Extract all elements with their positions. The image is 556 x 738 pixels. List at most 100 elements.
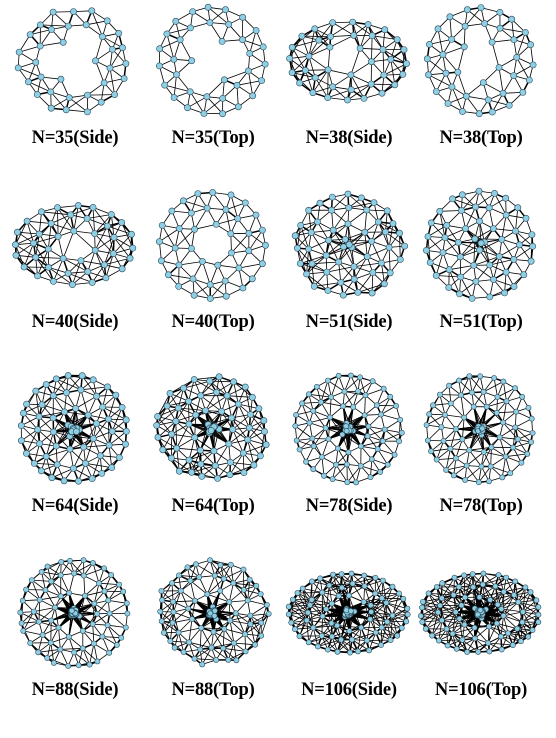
- atom-node: [18, 610, 23, 615]
- atom-node: [489, 39, 495, 45]
- atom-node: [107, 65, 113, 71]
- atom-node: [191, 376, 197, 382]
- atom-node: [99, 470, 105, 476]
- atom-node: [396, 230, 402, 236]
- atom-node: [208, 427, 214, 433]
- atom-node: [61, 409, 67, 415]
- atom-node: [221, 77, 227, 83]
- atom-node: [173, 72, 179, 78]
- atom-node: [49, 579, 54, 584]
- atom-node: [434, 457, 439, 462]
- atom-node: [119, 45, 125, 51]
- bond-line: [84, 576, 85, 596]
- atom-node: [75, 202, 81, 208]
- atom-node: [101, 262, 107, 268]
- atom-node: [235, 104, 241, 110]
- atom-node: [297, 447, 302, 452]
- atom-node: [31, 460, 37, 466]
- cluster-panel: N=51(Side): [280, 188, 416, 370]
- atom-node: [81, 573, 86, 578]
- atom-node: [100, 404, 106, 410]
- bond-line: [69, 573, 74, 593]
- atom-node: [245, 68, 251, 74]
- atom-node: [39, 402, 45, 408]
- panel-caption: N=51(Top): [406, 312, 556, 333]
- atom-node: [164, 31, 170, 37]
- atom-node: [479, 464, 484, 469]
- atom-node: [358, 444, 363, 449]
- atom-node: [90, 622, 95, 627]
- atom-node: [460, 437, 465, 442]
- atom-node: [478, 374, 483, 379]
- atom-node: [55, 233, 61, 239]
- atom-node: [392, 82, 398, 88]
- atom-node: [50, 393, 56, 399]
- atom-node: [228, 231, 234, 237]
- atom-node: [261, 428, 267, 434]
- atom-node: [506, 102, 512, 108]
- atom-node: [181, 385, 187, 391]
- atom-node: [125, 611, 130, 616]
- atom-node: [127, 255, 133, 261]
- atom-node: [76, 663, 81, 668]
- atom-node: [106, 442, 112, 448]
- atom-node: [104, 18, 110, 24]
- atom-node: [455, 69, 461, 75]
- panel-caption: N=78(Side): [274, 496, 424, 517]
- atom-node: [344, 462, 349, 467]
- atom-node: [368, 59, 374, 65]
- atom-node: [513, 425, 518, 430]
- atom-node: [130, 245, 136, 251]
- atom-node: [190, 9, 196, 15]
- bond-line: [159, 229, 179, 242]
- atom-node: [95, 659, 100, 664]
- atom-node: [425, 233, 431, 239]
- atom-node: [21, 264, 27, 270]
- atom-node: [222, 7, 228, 13]
- atom-node: [449, 196, 455, 202]
- atom-node: [430, 403, 435, 408]
- atom-node: [156, 63, 162, 69]
- atom-node: [444, 222, 450, 228]
- atom-node: [444, 467, 449, 472]
- atom-node: [119, 635, 124, 640]
- atom-node: [36, 619, 41, 624]
- atom-node: [476, 218, 482, 224]
- atom-node: [193, 412, 199, 418]
- atom-node: [249, 394, 255, 400]
- atom-node: [344, 428, 349, 433]
- atom-node: [39, 569, 44, 574]
- bond-line: [351, 62, 372, 75]
- atom-node: [402, 243, 408, 249]
- bond-line: [330, 397, 331, 417]
- atom-node: [234, 82, 240, 88]
- atom-node: [342, 389, 347, 394]
- atom-node: [65, 23, 71, 29]
- atom-node: [201, 110, 207, 116]
- atom-node: [34, 91, 40, 97]
- atom-node: [457, 254, 463, 260]
- bond-line: [348, 210, 367, 224]
- atom-node: [48, 220, 54, 226]
- atom-node: [515, 205, 521, 211]
- atom-node: [311, 444, 316, 449]
- atom-node: [473, 204, 479, 210]
- atom-node: [459, 108, 465, 114]
- atom-node: [51, 660, 56, 665]
- atom-node: [512, 228, 518, 234]
- atom-node: [451, 473, 456, 478]
- atom-node: [345, 191, 351, 197]
- atom-node: [314, 219, 320, 225]
- atom-node: [109, 572, 114, 577]
- bond-line: [516, 208, 518, 231]
- atom-node: [23, 450, 29, 456]
- atom-node: [525, 451, 530, 456]
- atom-node: [220, 111, 226, 117]
- atom-node: [60, 255, 66, 261]
- atom-node: [158, 258, 164, 264]
- atom-node: [16, 49, 22, 55]
- atom-node: [348, 87, 354, 93]
- atom-node: [364, 254, 370, 260]
- atom-node: [180, 198, 186, 204]
- atom-node: [447, 383, 452, 388]
